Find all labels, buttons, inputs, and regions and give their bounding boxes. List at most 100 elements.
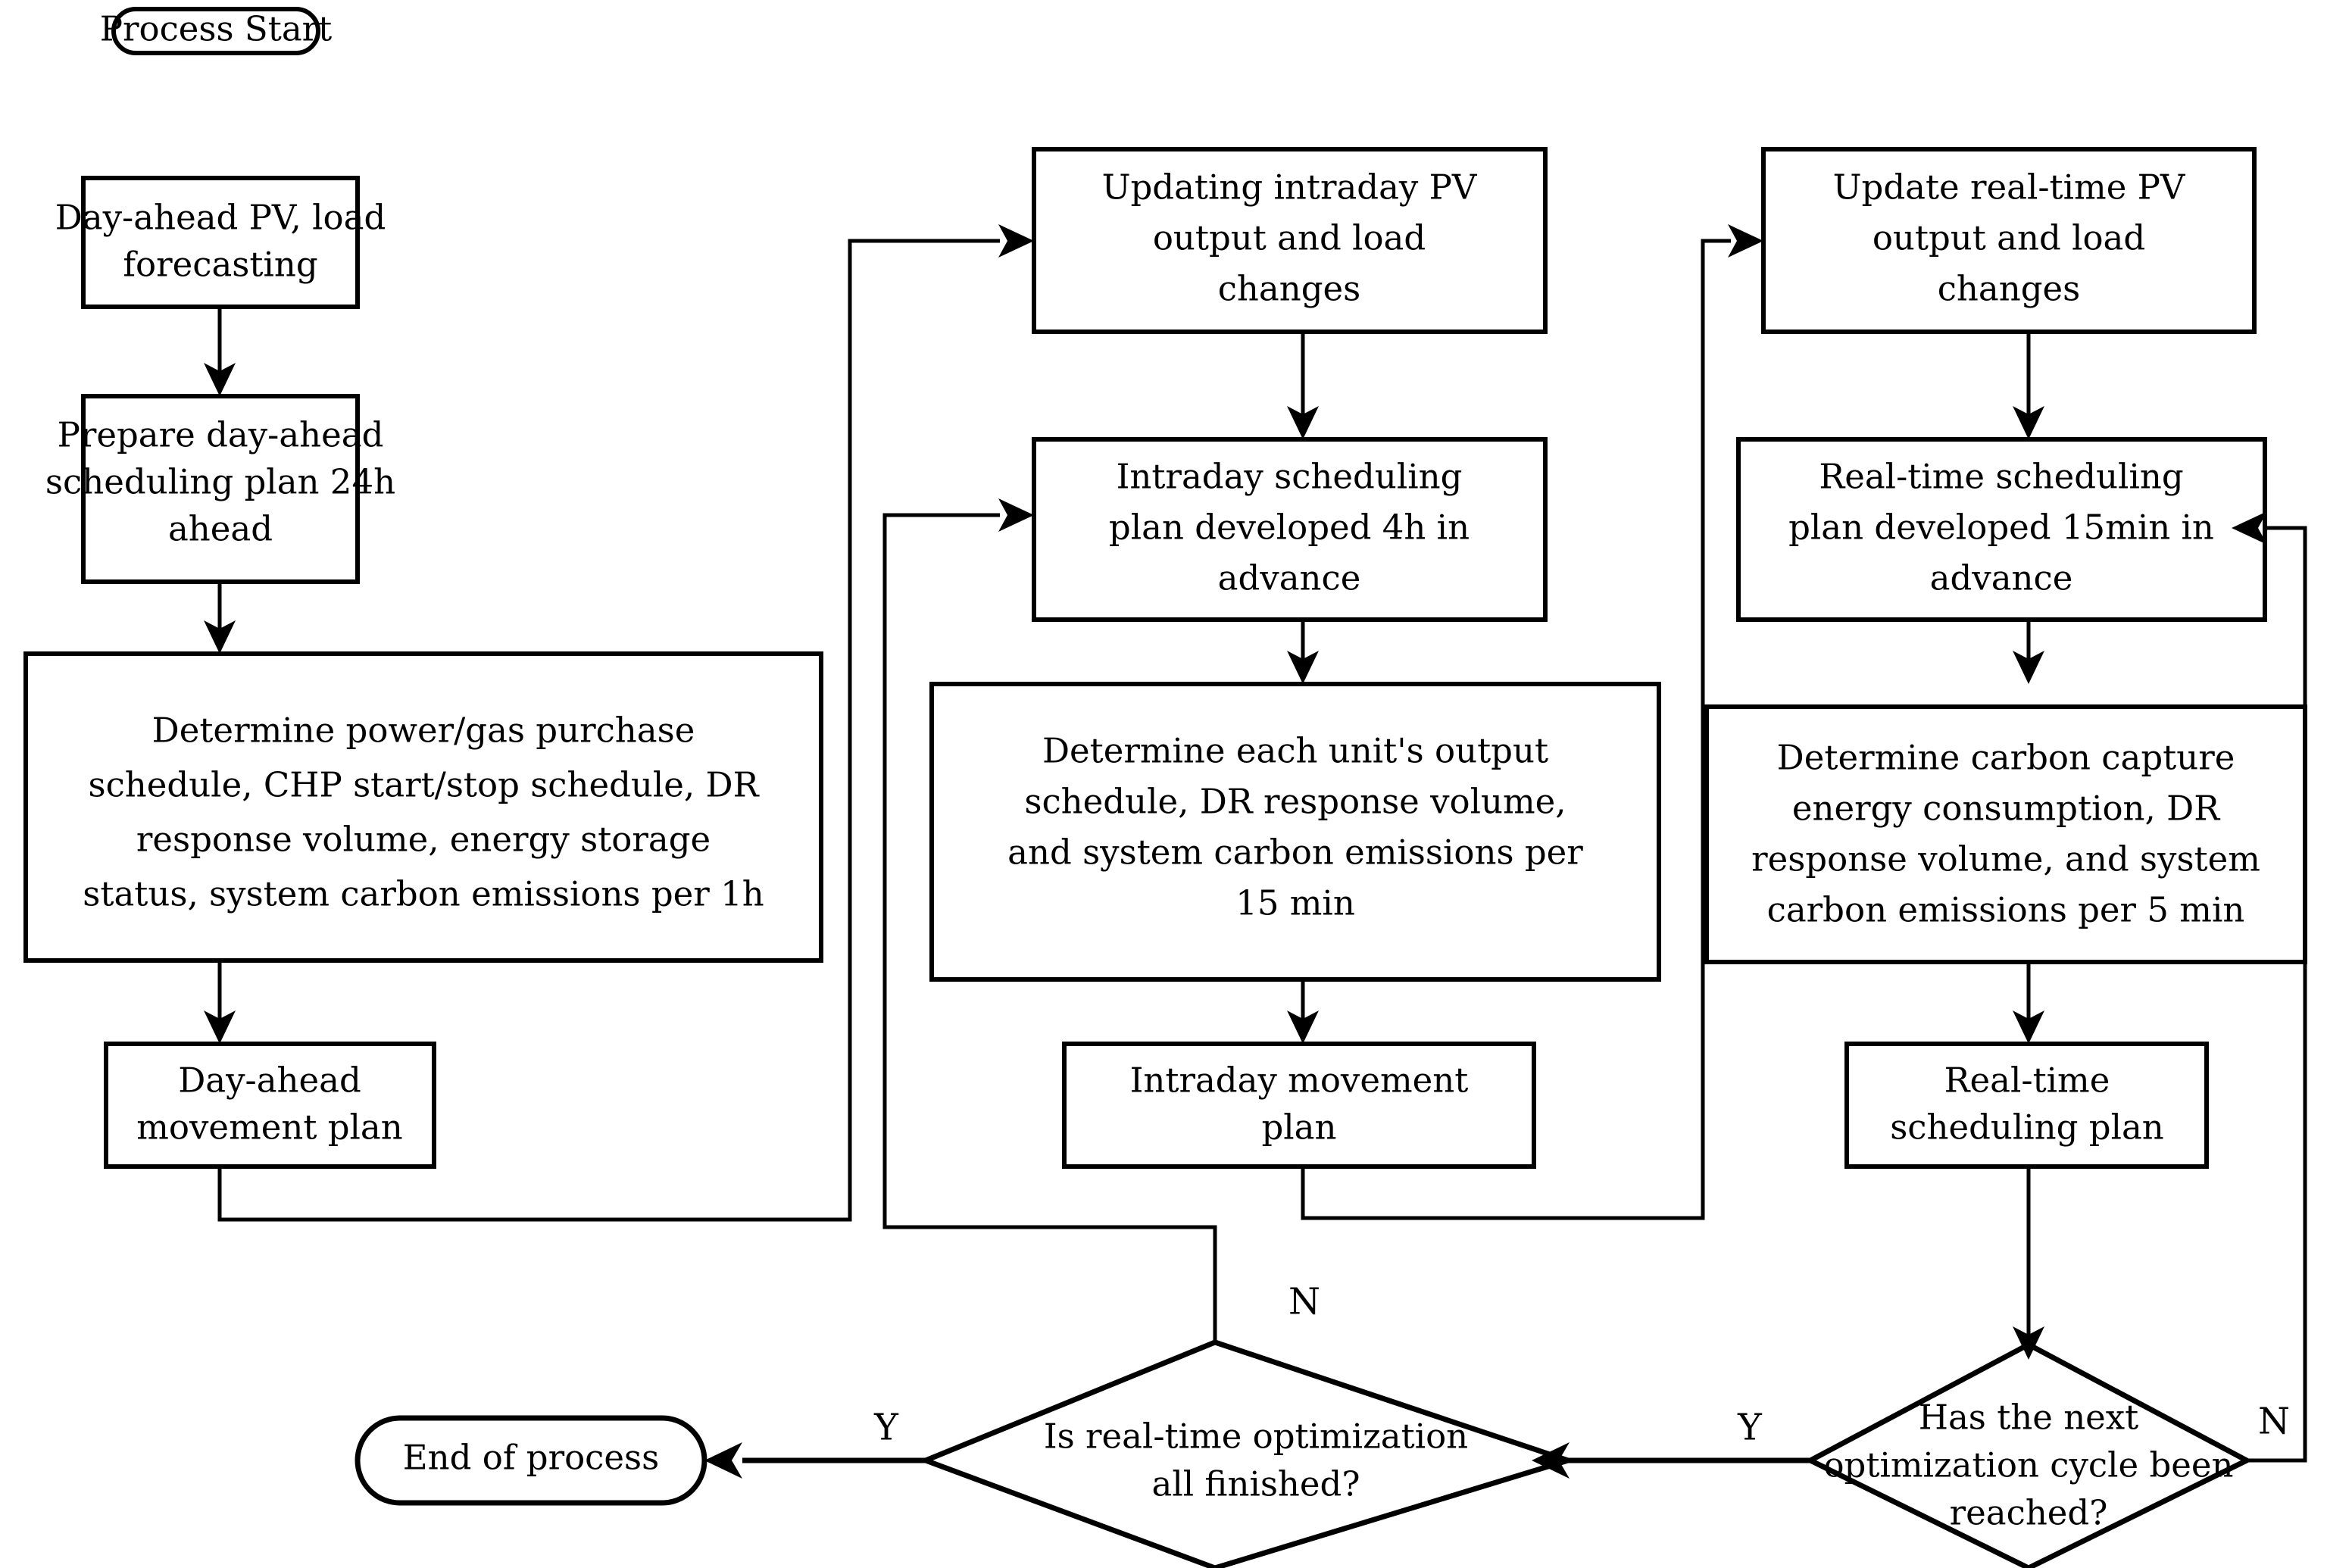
arrowhead-determine-to-movement [204, 1010, 236, 1044]
intraday-update-line-1: Updating intraday PV [1102, 167, 1478, 208]
edge-dayahead-to-intraday-update [217, 239, 1000, 1222]
realtime-update-line-3: changes [1938, 269, 2081, 309]
decision-realtime-done-line-1: Is real-time optimization [1044, 1417, 1468, 1457]
day-ahead-plan-line-3: ahead [168, 509, 273, 549]
process-start-label: Process Start [100, 9, 333, 49]
intraday-determine-line-4: 15 min [1235, 883, 1355, 923]
node-intraday-plan[interactable]: Intraday scheduling plan developed 4h in… [1032, 437, 1548, 622]
day-ahead-plan-line-1: Prepare day-ahead [58, 415, 384, 455]
node-day-ahead-determine[interactable]: Determine power/gas purchase schedule, C… [23, 651, 823, 963]
arrowhead-into-realtime-update [1728, 224, 1763, 258]
realtime-determine-line-1: Determine carbon capture [1777, 738, 2235, 778]
arrowhead-realtime-done-yes [704, 1442, 742, 1479]
node-realtime-movement[interactable]: Real-time scheduling plan [1844, 1042, 2209, 1169]
edge-label-next-cycle-yes: Y [1737, 1407, 1763, 1449]
realtime-plan-shape [1736, 437, 2267, 622]
intraday-determine-line-2: schedule, DR response volume, [1024, 782, 1566, 822]
edge-intraday-to-realtime-update [1301, 239, 1731, 1220]
intraday-determine-line-1: Determine each unit's output [1042, 731, 1548, 771]
arrowhead-intraday-plan-to-determine [1287, 651, 1319, 684]
node-realtime-update[interactable]: Update real-time PV output and load chan… [1761, 147, 2257, 334]
arrowhead-realtime-determine-to-movement [2013, 1010, 2044, 1044]
intraday-plan-line-2: plan developed 4h in [1109, 508, 1470, 548]
realtime-update-shape [1761, 147, 2257, 334]
decision-next-cycle-line-3: reached? [1950, 1493, 2108, 1533]
intraday-determine-line-3: and system carbon emissions per [1007, 832, 1583, 873]
realtime-determine-line-3: response volume, and system [1751, 839, 2260, 879]
node-day-ahead-movement[interactable]: Day-ahead movement plan [104, 1042, 436, 1169]
arrowhead-realtime-update-to-plan [2013, 406, 2044, 439]
day-ahead-determine-line-4: status, system carbon emissions per 1h [83, 874, 764, 914]
intraday-movement-shape [1062, 1042, 1536, 1169]
day-ahead-forecast-line-1: Day-ahead PV, load [55, 198, 386, 238]
arrowhead-next-cycle-yes [1532, 1442, 1570, 1479]
day-ahead-movement-line-1: Day-ahead [178, 1060, 361, 1101]
intraday-plan-line-1: Intraday scheduling [1117, 457, 1463, 497]
day-ahead-forecast-shape [81, 176, 360, 309]
edge-realtime-done-no-loop [882, 513, 1217, 1342]
arrowhead-next-cycle-no-loop [2232, 511, 2267, 545]
day-ahead-movement-line-2: movement plan [136, 1107, 403, 1148]
arrowhead-intraday-update-to-plan [1287, 406, 1319, 439]
node-intraday-movement[interactable]: Intraday movement plan [1062, 1042, 1536, 1169]
realtime-movement-line-2: scheduling plan [1890, 1107, 2164, 1148]
arrowhead-into-intraday-update [998, 224, 1034, 258]
arrowhead-realtime-done-no-loop [998, 498, 1034, 532]
day-ahead-determine-line-2: schedule, CHP start/stop schedule, DR [88, 765, 759, 805]
intraday-plan-line-3: advance [1218, 558, 1361, 598]
realtime-update-line-1: Update real-time PV [1833, 167, 2186, 208]
intraday-movement-line-1: Intraday movement [1130, 1060, 1469, 1101]
node-intraday-update[interactable]: Updating intraday PV output and load cha… [1032, 147, 1548, 334]
edge-label-realtime-done-yes: Y [873, 1407, 899, 1449]
intraday-movement-line-2: plan [1261, 1107, 1336, 1148]
node-decision-next-cycle[interactable]: Has the next optimization cycle been rea… [1804, 1342, 2253, 1568]
realtime-movement-shape [1844, 1042, 2209, 1169]
process-start-shape [111, 7, 320, 55]
day-ahead-plan-line-2: scheduling plan 24h [45, 462, 395, 502]
end-of-process-shape [355, 1415, 707, 1506]
day-ahead-determine-line-1: Determine power/gas purchase [152, 711, 695, 751]
realtime-movement-line-1: Real-time [1944, 1060, 2110, 1101]
decision-realtime-done-line-2: all finished? [1152, 1464, 1360, 1504]
node-day-ahead-plan[interactable]: Prepare day-ahead scheduling plan 24h ah… [45, 394, 395, 584]
intraday-update-line-2: output and load [1153, 218, 1426, 258]
intraday-update-shape [1032, 147, 1548, 334]
day-ahead-movement-shape [104, 1042, 436, 1169]
edge-label-realtime-done-no: N [1288, 1281, 1320, 1323]
node-end-of-process[interactable]: End of process [355, 1415, 707, 1506]
node-day-ahead-forecast[interactable]: Day-ahead PV, load forecasting [55, 176, 386, 309]
realtime-plan-line-1: Real-time scheduling [1819, 457, 2183, 497]
end-of-process-label: End of process [403, 1438, 659, 1478]
node-process-start[interactable]: Process Start [100, 7, 333, 55]
edge-label-next-cycle-no: N [2258, 1401, 2290, 1443]
intraday-update-line-3: changes [1218, 269, 1361, 309]
day-ahead-determine-shape [23, 651, 823, 963]
edge-next-cycle-no-loop [2247, 526, 2307, 1463]
node-decision-realtime-done[interactable]: Is real-time optimization all finished? [918, 1339, 1577, 1568]
day-ahead-forecast-line-2: forecasting [123, 245, 317, 285]
arrowhead-plan-to-determine [204, 620, 236, 654]
day-ahead-determine-line-3: response volume, energy storage [136, 820, 711, 860]
realtime-determine-line-4: carbon emissions per 5 min [1767, 890, 2245, 930]
intraday-determine-shape [929, 682, 1661, 982]
decision-next-cycle-line-1: Has the next [1919, 1398, 2139, 1438]
decision-next-cycle-shape [1804, 1342, 2253, 1568]
realtime-plan-line-2: plan developed 15min in [1788, 508, 2214, 548]
intraday-plan-shape [1032, 437, 1548, 622]
arrowhead-intraday-determine-to-movement [1287, 1010, 1319, 1044]
realtime-update-line-2: output and load [1873, 218, 2145, 258]
node-realtime-determine[interactable]: Determine carbon capture energy consumpt… [1704, 704, 2307, 964]
node-intraday-determine[interactable]: Determine each unit's output schedule, D… [929, 682, 1661, 982]
node-realtime-plan[interactable]: Real-time scheduling plan developed 15mi… [1736, 437, 2267, 622]
realtime-determine-line-2: energy consumption, DR [1792, 789, 2220, 829]
realtime-determine-shape [1704, 704, 2307, 964]
decision-next-cycle-line-2: optimization cycle been [1823, 1445, 2233, 1485]
arrowhead-forecast-to-plan [204, 363, 236, 396]
connector-layer [204, 224, 2307, 1479]
arrowhead-realtime-plan-to-determine [2013, 651, 2044, 684]
edge-label-layer: N Y Y N [873, 1281, 2290, 1449]
realtime-plan-line-3: advance [1930, 558, 2073, 598]
decision-realtime-done-shape [918, 1339, 1577, 1568]
